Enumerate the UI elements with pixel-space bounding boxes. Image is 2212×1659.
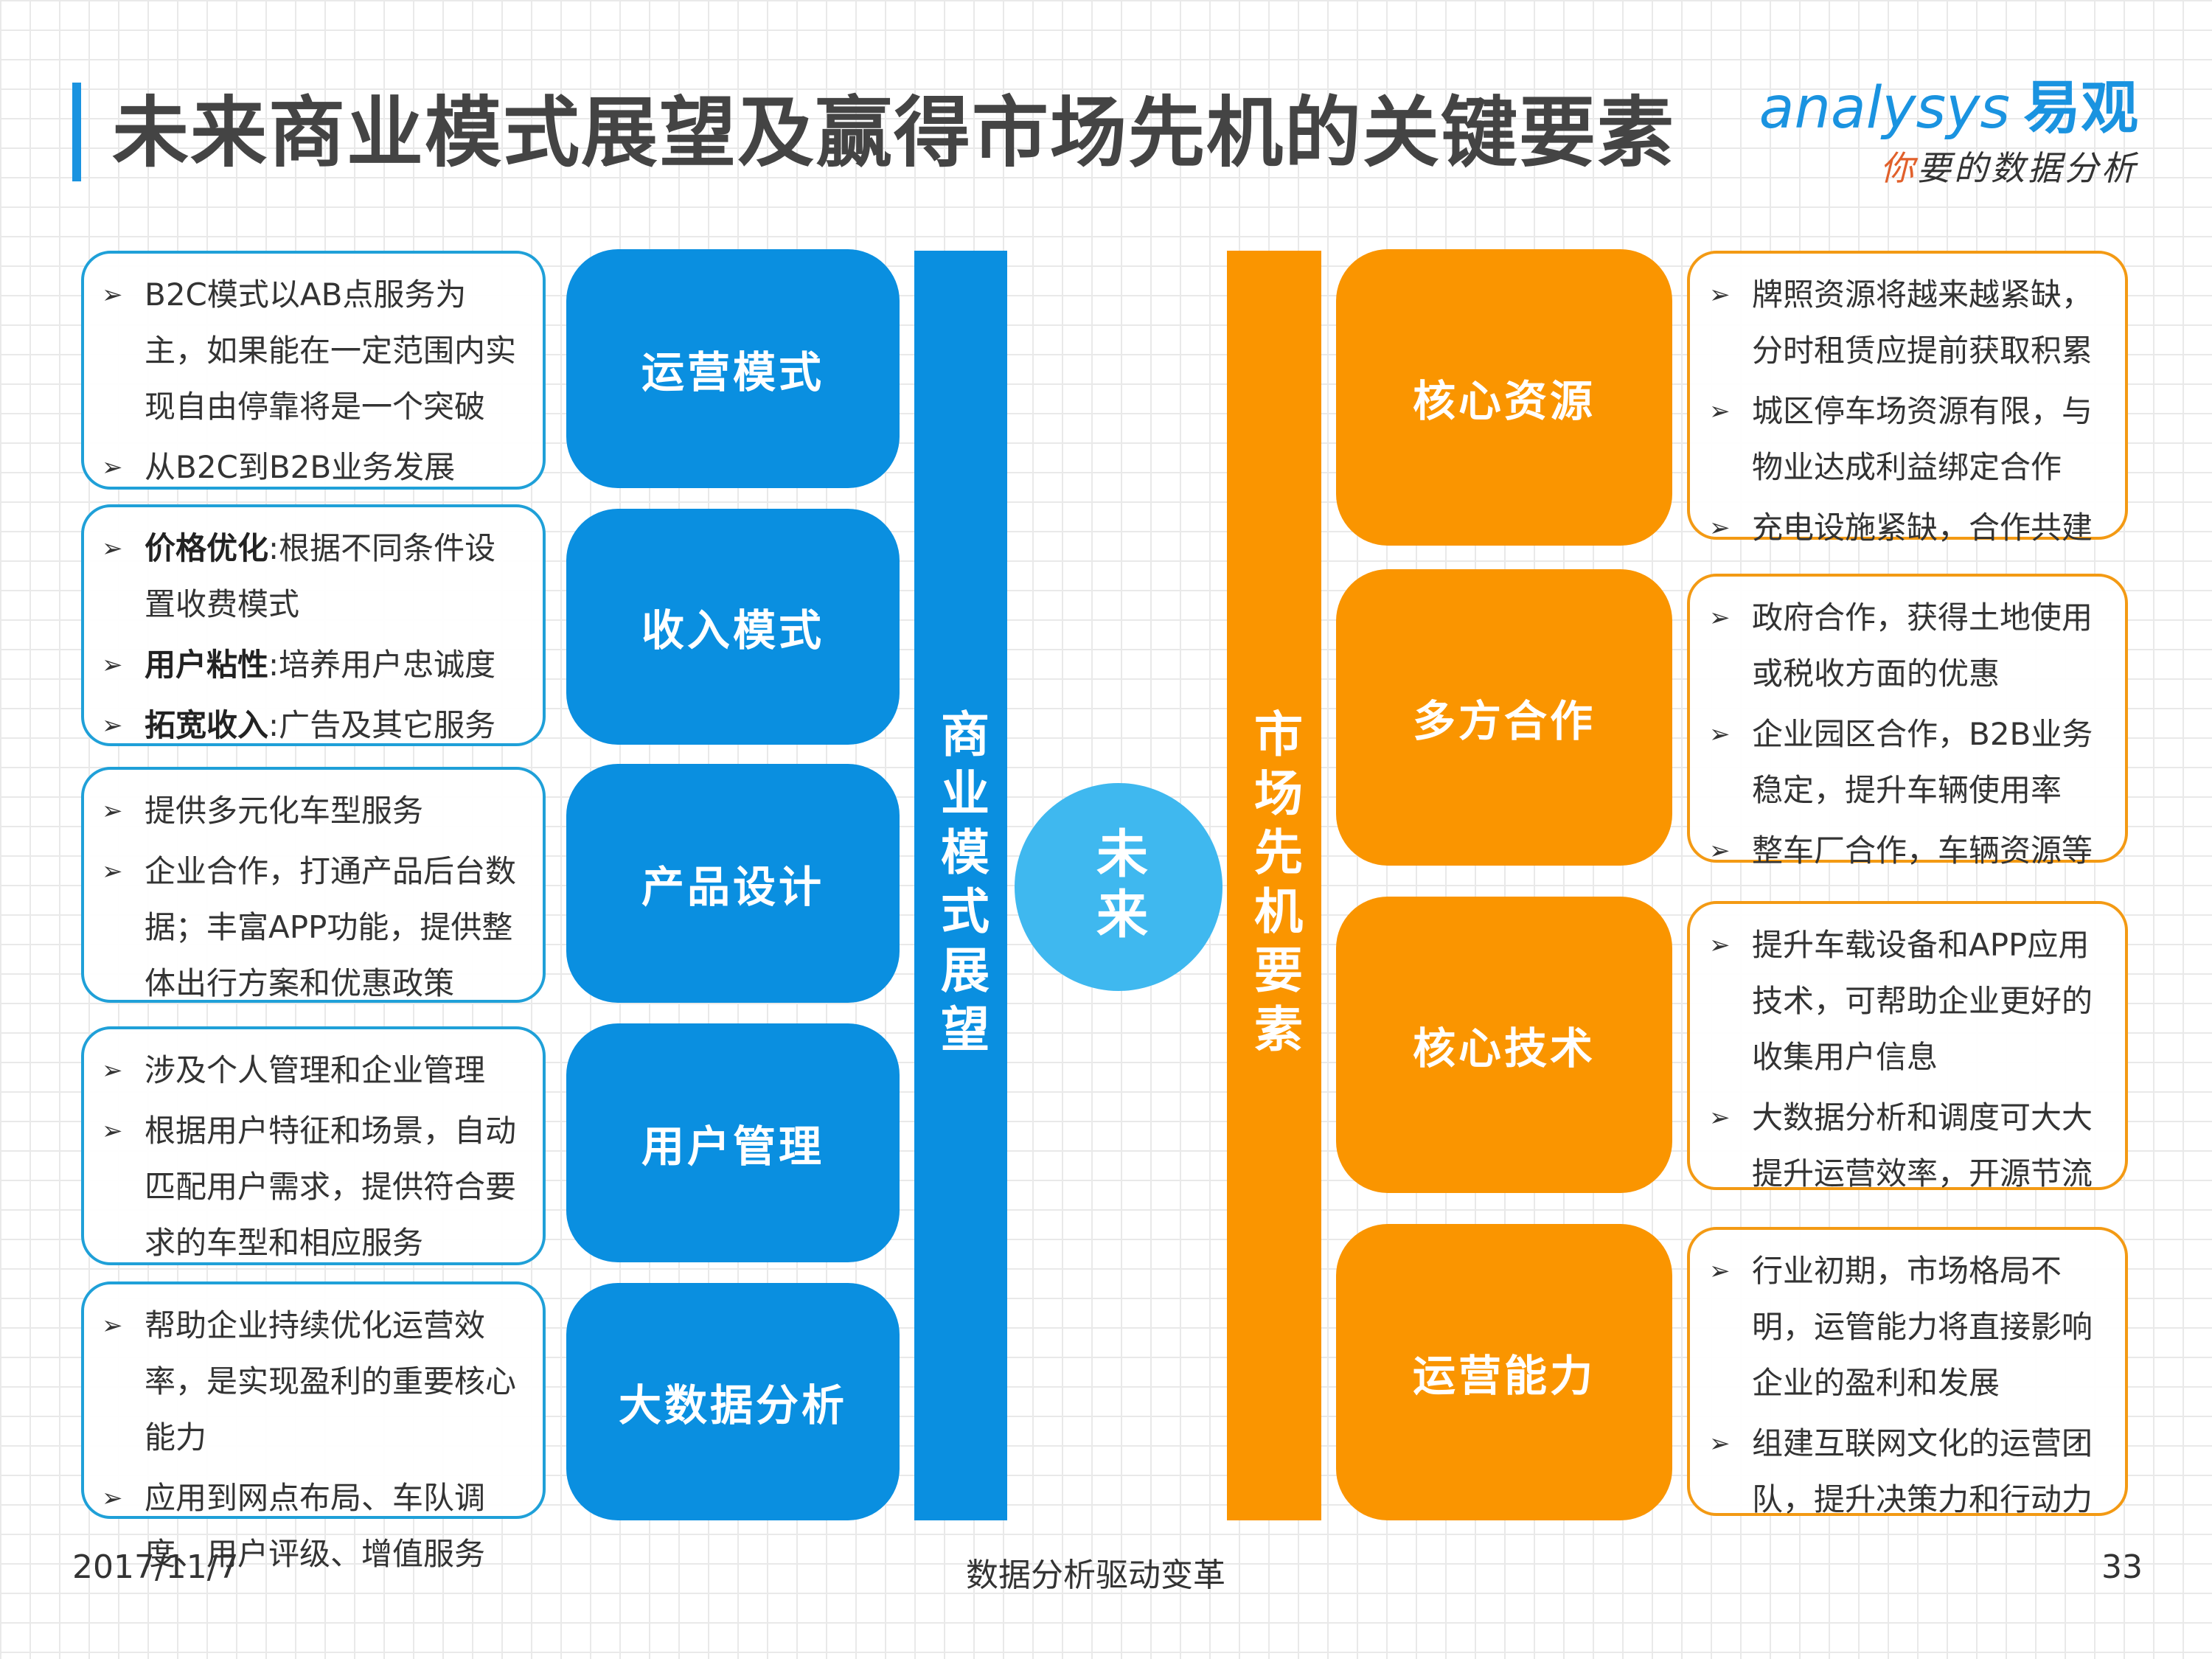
bullet-item: ➢大数据分析和调度可大大提升运营效率，开源节流 xyxy=(1709,1090,2107,1202)
arrow-bullet-icon: ➢ xyxy=(102,453,123,482)
left-bar-label: 商业模式展望 xyxy=(933,709,990,1062)
page-title: 未来商业模式展望及赢得市场先机的关键要素 xyxy=(112,88,1676,178)
bullet-item: ➢企业合作，打通产品后台数据；丰富APP功能，提供整体出行方案和优惠政策 xyxy=(102,844,522,1012)
arrow-bullet-icon: ➢ xyxy=(1709,1103,1731,1133)
category-revenue-mode: 收入模式 xyxy=(566,509,900,745)
arrow-bullet-icon: ➢ xyxy=(1709,603,1731,633)
category-user-management: 用户管理 xyxy=(566,1023,900,1262)
footer-date: 2017/11/7 xyxy=(72,1548,239,1586)
left-textbox-2: ➢价格优化:根据不同条件设置收费模式 ➢用户粘性:培养用户忠诚度 ➢拓宽收入:广… xyxy=(81,504,546,746)
category-core-technology: 核心技术 xyxy=(1336,897,1672,1193)
bullet-item: ➢提供多元化车型服务 xyxy=(102,783,522,839)
bullet-item: ➢价格优化:根据不同条件设置收费模式 xyxy=(102,521,522,633)
right-textbox-4: ➢行业初期，市场格局不明，运管能力将直接影响企业的盈利和发展 ➢组建互联网文化的… xyxy=(1687,1227,2128,1517)
right-textbox-3: ➢提升车载设备和APP应用技术，可帮助企业更好的收集用户信息 ➢大数据分析和调度… xyxy=(1687,901,2128,1192)
arrow-bullet-icon: ➢ xyxy=(102,1056,123,1085)
arrow-bullet-icon: ➢ xyxy=(102,1311,123,1340)
left-textbox-4: ➢涉及个人管理和企业管理 ➢根据用户特征和场景，自动匹配用户需求，提供符合要求的… xyxy=(81,1026,546,1265)
left-textbox-3: ➢提供多元化车型服务 ➢企业合作，打通产品后台数据；丰富APP功能，提供整体出行… xyxy=(81,767,546,1003)
category-big-data-analysis: 大数据分析 xyxy=(566,1283,900,1520)
arrow-bullet-icon: ➢ xyxy=(1709,1429,1731,1458)
arrow-bullet-icon: ➢ xyxy=(102,711,123,740)
page-number: 33 xyxy=(2101,1548,2143,1586)
circle-label: 未来 xyxy=(1088,827,1149,947)
category-product-design: 产品设计 xyxy=(566,764,900,1003)
arrow-bullet-icon: ➢ xyxy=(102,650,123,680)
bullet-item: ➢B2C模式以AB点服务为主，如果能在一定范围内实现自由停靠将是一个突破 xyxy=(102,267,522,435)
bullet-item: ➢从B2C到B2B业务发展 xyxy=(102,439,522,495)
right-vertical-bar: 市场先机要素 xyxy=(1227,251,1321,1520)
bullet-item: ➢政府合作，获得土地使用或税收方面的优惠 xyxy=(1709,590,2107,702)
logo-latin: analysys xyxy=(1759,75,2010,142)
category-core-resources: 核心资源 xyxy=(1336,249,1672,546)
category-operation-mode: 运营模式 xyxy=(566,249,900,488)
right-textbox-2: ➢政府合作，获得土地使用或税收方面的优惠 ➢企业园区合作，B2B业务稳定，提升车… xyxy=(1687,574,2128,869)
bullet-item: ➢牌照资源将越来越紧缺，分时租赁应提前获取积累 xyxy=(1709,267,2107,379)
arrow-bullet-icon: ➢ xyxy=(1709,397,1731,426)
left-vertical-bar: 商业模式展望 xyxy=(914,251,1007,1520)
arrow-bullet-icon: ➢ xyxy=(1709,280,1731,310)
logo-tagline: 你要的数据分析 xyxy=(1880,148,2138,188)
bullet-item: ➢根据用户特征和场景，自动匹配用户需求，提供符合要求的车型和相应服务 xyxy=(102,1103,522,1271)
title-accent-bar xyxy=(72,83,81,181)
logo-chinese: 易观 xyxy=(2023,75,2138,142)
arrow-bullet-icon: ➢ xyxy=(1709,836,1731,866)
bullet-item: ➢拓宽收入:广告及其它服务 xyxy=(102,698,522,754)
bullet-item: ➢提升车载设备和APP应用技术，可帮助企业更好的收集用户信息 xyxy=(1709,917,2107,1085)
bullet-item: ➢用户粘性:培养用户忠诚度 xyxy=(102,637,522,693)
arrow-bullet-icon: ➢ xyxy=(102,857,123,886)
arrow-bullet-icon: ➢ xyxy=(1709,513,1731,543)
bullet-item: ➢涉及个人管理和企业管理 xyxy=(102,1043,522,1099)
arrow-bullet-icon: ➢ xyxy=(102,796,123,826)
arrow-bullet-icon: ➢ xyxy=(102,1484,123,1513)
bullet-item: ➢组建互联网文化的运营团队，提升决策力和行动力 xyxy=(1709,1416,2107,1528)
bullet-item: ➢企业园区合作，B2B业务稳定，提升车辆使用率 xyxy=(1709,706,2107,818)
footer-slogan: 数据分析驱动变革 xyxy=(966,1557,1225,1594)
left-textbox-5: ➢帮助企业持续优化运营效率，是实现盈利的重要核心能力 ➢应用到网点布局、车队调度… xyxy=(81,1281,546,1572)
future-circle: 未来 xyxy=(1015,783,1222,991)
arrow-bullet-icon: ➢ xyxy=(102,1116,123,1146)
arrow-bullet-icon: ➢ xyxy=(1709,720,1731,749)
bullet-item: ➢整车厂合作，车辆资源等 xyxy=(1709,823,2107,879)
arrow-bullet-icon: ➢ xyxy=(102,534,123,563)
arrow-bullet-icon: ➢ xyxy=(102,280,123,310)
right-textbox-1: ➢牌照资源将越来越紧缺，分时租赁应提前获取积累 ➢城区停车场资源有限，与物业达成… xyxy=(1687,251,2128,546)
left-textbox-1: ➢B2C模式以AB点服务为主，如果能在一定范围内实现自由停靠将是一个突破 ➢从B… xyxy=(81,251,546,490)
bullet-item: ➢帮助企业持续优化运营效率，是实现盈利的重要核心能力 xyxy=(102,1298,522,1466)
right-bar-label: 市场先机要素 xyxy=(1246,709,1303,1062)
bullet-item: ➢行业初期，市场格局不明，运管能力将直接影响企业的盈利和发展 xyxy=(1709,1243,2107,1411)
arrow-bullet-icon: ➢ xyxy=(1709,1256,1731,1286)
arrow-bullet-icon: ➢ xyxy=(1709,931,1731,960)
bullet-item: ➢应用到网点布局、车队调度、用户评级、增值服务 xyxy=(102,1470,522,1582)
bullet-item: ➢充电设施紧缺，合作共建 xyxy=(1709,500,2107,556)
category-multi-party-cooperation: 多方合作 xyxy=(1336,569,1672,866)
category-operation-capability: 运营能力 xyxy=(1336,1224,1672,1520)
bullet-item: ➢城区停车场资源有限，与物业达成利益绑定合作 xyxy=(1709,383,2107,495)
